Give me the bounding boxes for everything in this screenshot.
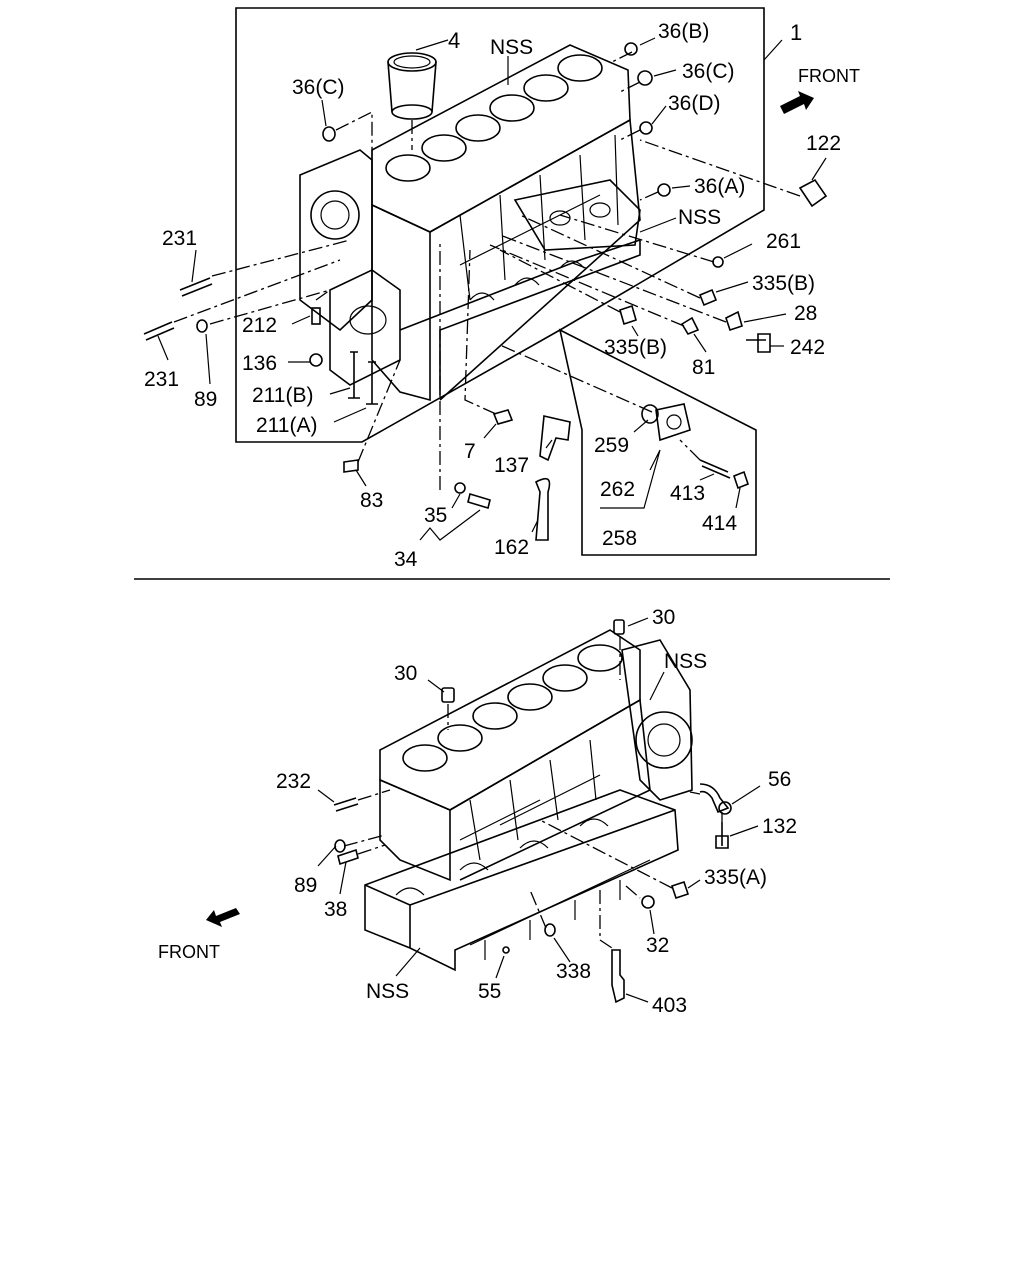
callout-162: 162 bbox=[494, 536, 529, 559]
upper-assembly-lines bbox=[173, 51, 801, 490]
lower-leader-lines bbox=[317, 617, 761, 1003]
callout-34: 34 bbox=[394, 548, 418, 571]
callout-414: 414 bbox=[702, 512, 737, 535]
callout-36c-left: 36(C) bbox=[292, 76, 345, 99]
front-label-upper: FRONT bbox=[798, 66, 860, 86]
lower-small-parts bbox=[333, 619, 732, 1004]
callout-30-left: 30 bbox=[394, 662, 417, 685]
callout-nss-lower-top: NSS bbox=[664, 650, 707, 673]
callout-262: 262 bbox=[600, 478, 635, 501]
callout-232: 232 bbox=[276, 770, 311, 793]
callout-32: 32 bbox=[646, 934, 669, 957]
callout-56: 56 bbox=[768, 768, 791, 791]
callout-261: 261 bbox=[766, 230, 801, 253]
callout-nss-mid: NSS bbox=[678, 206, 721, 229]
upper-cylinder-block-diagram: 1 4 NSS 36(B) 36(C) 36(C) 36(D) 36(A) 12… bbox=[143, 7, 860, 571]
callout-38: 38 bbox=[324, 898, 347, 921]
callout-81: 81 bbox=[692, 356, 715, 379]
front-label-lower: FRONT bbox=[158, 942, 220, 962]
callout-413: 413 bbox=[670, 482, 705, 505]
callout-338: 338 bbox=[556, 960, 591, 983]
callout-335b-right: 335(B) bbox=[752, 272, 815, 295]
callout-nss-top: NSS bbox=[490, 36, 533, 59]
callout-30-top: 30 bbox=[652, 606, 675, 629]
callout-137: 137 bbox=[494, 454, 529, 477]
callout-259: 259 bbox=[594, 434, 629, 457]
callout-28: 28 bbox=[794, 302, 817, 325]
callout-211b: 211(B) bbox=[252, 384, 313, 407]
callout-122: 122 bbox=[806, 132, 841, 155]
callout-1: 1 bbox=[790, 20, 802, 45]
callout-335b-mid: 335(B) bbox=[604, 336, 667, 359]
upper-small-parts bbox=[143, 42, 828, 541]
callout-7: 7 bbox=[464, 440, 476, 463]
callout-132: 132 bbox=[762, 815, 797, 838]
cylinder-liner-part bbox=[387, 52, 437, 120]
subgroup-frame-258 bbox=[558, 328, 757, 556]
callout-231-bottom: 231 bbox=[144, 368, 179, 391]
upper-leader-lines bbox=[157, 37, 827, 541]
front-arrow-lower bbox=[206, 908, 240, 927]
callout-36d: 36(D) bbox=[668, 92, 721, 115]
callout-211a: 211(A) bbox=[256, 414, 317, 437]
front-arrow-upper bbox=[780, 91, 814, 114]
callout-231-top: 231 bbox=[162, 227, 197, 250]
callout-36b: 36(B) bbox=[658, 20, 709, 43]
lower-cylinder-block-diagram: 30 NSS 30 232 56 132 335(A) 89 38 FRONT … bbox=[158, 606, 797, 1017]
callout-89-lower: 89 bbox=[294, 874, 317, 897]
lower-callout-labels: 30 NSS 30 232 56 132 335(A) 89 38 FRONT … bbox=[158, 606, 797, 1017]
lower-assembly-lines bbox=[343, 636, 723, 951]
callout-83: 83 bbox=[360, 489, 383, 512]
callout-36a: 36(A) bbox=[694, 175, 745, 198]
callout-nss-lower-bottom: NSS bbox=[366, 980, 409, 1003]
callout-4: 4 bbox=[448, 28, 460, 53]
upper-callout-labels: 1 4 NSS 36(B) 36(C) 36(C) 36(D) 36(A) 12… bbox=[144, 20, 860, 571]
callout-36c-right: 36(C) bbox=[682, 60, 735, 83]
callout-335a: 335(A) bbox=[704, 866, 767, 889]
callout-403: 403 bbox=[652, 994, 687, 1017]
callout-89-upper: 89 bbox=[194, 388, 217, 411]
lower-cylinder-block bbox=[364, 629, 693, 972]
callout-55: 55 bbox=[478, 980, 501, 1003]
upper-cylinder-block bbox=[299, 44, 641, 402]
callout-242: 242 bbox=[790, 336, 825, 359]
callout-258: 258 bbox=[602, 527, 637, 550]
callout-35: 35 bbox=[424, 504, 447, 527]
callout-136: 136 bbox=[242, 352, 277, 375]
callout-212: 212 bbox=[242, 314, 277, 337]
